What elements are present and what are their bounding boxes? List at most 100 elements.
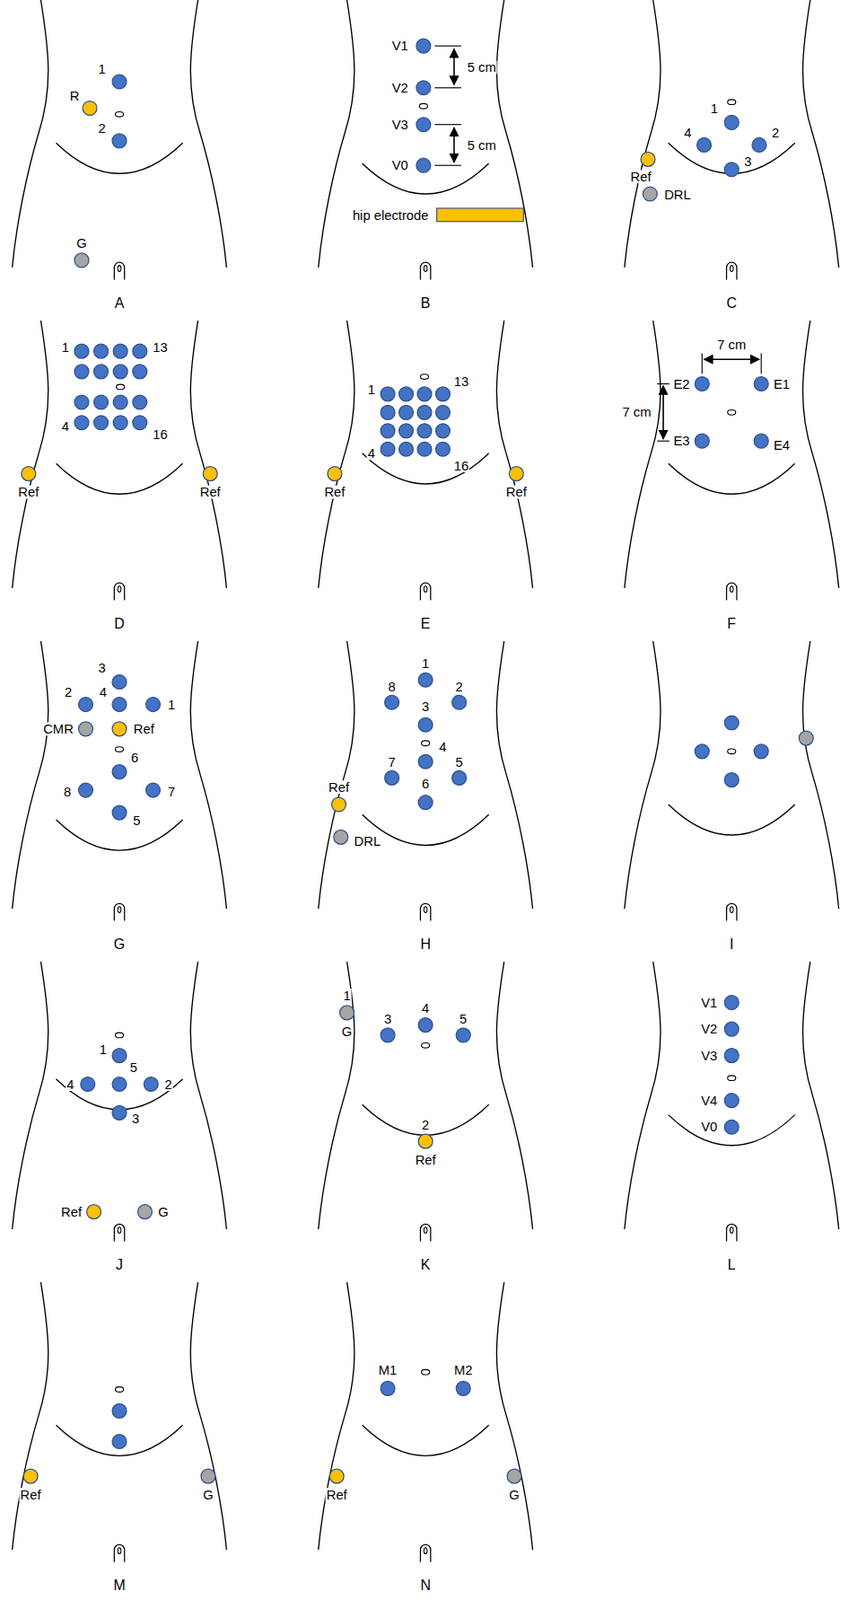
- body-outline: [624, 640, 661, 909]
- genital-symbol: [117, 906, 122, 913]
- dimension-tick: [701, 352, 703, 374]
- electrode-label: Ref: [325, 1487, 349, 1501]
- electrode: [417, 404, 432, 420]
- electrode-label: 6: [130, 750, 140, 764]
- electrode-label: 1: [420, 656, 430, 671]
- electrode-label: 1: [61, 340, 71, 354]
- panel-letter: N: [419, 1577, 432, 1593]
- electrode: [418, 1017, 433, 1033]
- panel-drawing: [12, 1281, 228, 1562]
- electrode: [74, 415, 89, 430]
- electrode: [724, 1021, 739, 1036]
- reference-electrode: [202, 466, 218, 482]
- panel-letter: I: [728, 936, 736, 952]
- electrode-label: V2: [391, 80, 410, 95]
- reference-electrode: [640, 151, 656, 167]
- genital-symbol: [420, 902, 430, 920]
- electrode-label: G: [201, 1487, 215, 1501]
- electrode: [143, 1076, 158, 1092]
- genital-symbol: [423, 586, 428, 593]
- electrode-label: Ref: [18, 1487, 42, 1501]
- body-outline: [624, 0, 661, 268]
- body-outline: [496, 1281, 533, 1550]
- electrode-label: 4: [367, 446, 377, 460]
- dimension-tick: [761, 352, 762, 374]
- pubic-line: [362, 1424, 490, 1455]
- electrode: [112, 1076, 127, 1092]
- electrode: [694, 433, 709, 448]
- ground-electrode: [340, 1005, 355, 1020]
- electrode: [418, 753, 433, 769]
- panel-drawing: [624, 961, 840, 1242]
- panel-drawing: [318, 961, 534, 1242]
- dimension-label: 5 cm: [466, 61, 498, 75]
- electrode: [380, 1027, 395, 1042]
- electrode-label: 2: [96, 122, 106, 136]
- genital-symbol: [420, 1543, 430, 1561]
- electrode-label: 4: [437, 740, 447, 754]
- electrode: [94, 364, 109, 379]
- electrode-label: V1: [391, 39, 410, 53]
- electrode-label: G: [341, 1024, 354, 1038]
- electrode: [112, 674, 127, 690]
- electrode: [385, 694, 400, 709]
- electrode-label: hip electrode: [351, 209, 430, 223]
- electrode-label: V3: [391, 117, 410, 132]
- panel-letter: L: [726, 1257, 737, 1272]
- electrode-label: 5: [131, 813, 141, 828]
- electrode: [416, 38, 431, 53]
- electrode-label: 5: [454, 755, 464, 770]
- electrode-label: 3: [743, 154, 753, 168]
- panel-drawing: [318, 640, 534, 921]
- electrode: [132, 364, 148, 379]
- genital-symbol: [117, 1226, 122, 1234]
- panel-drawing: [12, 640, 228, 921]
- electrode: [724, 995, 739, 1010]
- reference-electrode: [23, 1468, 38, 1483]
- electrode-label: V3: [700, 1048, 718, 1062]
- electrode: [112, 1048, 127, 1063]
- dimension-label: 7 cm: [716, 338, 747, 352]
- body-outline: [803, 0, 840, 268]
- panel-letter: M: [112, 1577, 127, 1593]
- pubic-line: [668, 804, 796, 835]
- navel: [419, 103, 428, 109]
- genital-symbol: [726, 582, 737, 600]
- body-outline: [190, 1281, 227, 1550]
- ground-electrode: [642, 186, 657, 202]
- electrode: [452, 694, 467, 709]
- panel-drawing: [624, 0, 840, 281]
- electrode: [74, 394, 89, 410]
- electrode: [399, 441, 414, 456]
- electrode: [752, 137, 767, 152]
- genital-symbol: [726, 1223, 737, 1241]
- panel-drawing: [12, 320, 228, 601]
- electrode-label: V0: [700, 1120, 718, 1134]
- electrode: [380, 1380, 395, 1395]
- electrode: [146, 697, 161, 712]
- electrode: [94, 394, 109, 410]
- navel: [114, 1032, 123, 1038]
- panel-letter: D: [113, 616, 126, 631]
- body-outline: [318, 0, 355, 268]
- electrode: [112, 1402, 127, 1418]
- panel-drawing: [318, 320, 534, 601]
- electrode: [78, 697, 94, 712]
- electrode: [724, 1093, 739, 1108]
- electrode-label: 1: [166, 697, 176, 711]
- electrode-label: 8: [62, 785, 72, 799]
- electrode: [94, 343, 109, 359]
- electrode-label: Ref: [199, 485, 222, 499]
- navel: [727, 748, 736, 754]
- ground-electrode: [78, 721, 94, 736]
- electrode: [146, 782, 161, 797]
- electrode-label: 2: [770, 125, 780, 140]
- panel-drawing: [624, 640, 840, 921]
- electrode-label: DRL: [352, 834, 382, 849]
- body-outline: [318, 320, 355, 588]
- body-outline: [190, 320, 227, 588]
- electrode: [74, 343, 89, 359]
- electrode-label: 2: [454, 680, 464, 694]
- dimension-label: 7 cm: [621, 405, 652, 420]
- body-outline: [496, 320, 533, 588]
